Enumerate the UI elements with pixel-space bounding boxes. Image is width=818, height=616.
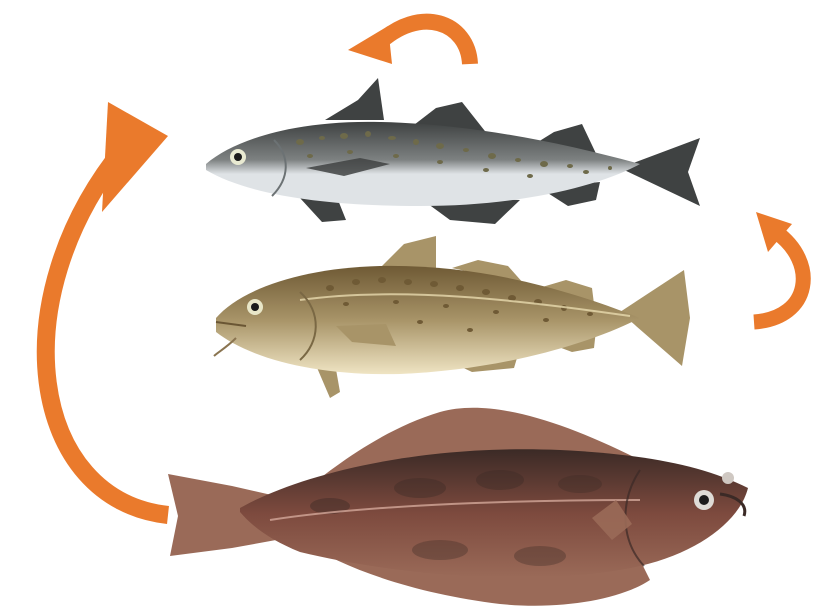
top-cycle-arrow [348, 22, 470, 64]
halibut-fish-icon [168, 408, 748, 606]
pollock-fish-icon [206, 78, 700, 224]
cod-fish-icon [214, 236, 690, 398]
left-large-arrow [46, 102, 168, 515]
right-cycle-arrow [754, 212, 803, 322]
